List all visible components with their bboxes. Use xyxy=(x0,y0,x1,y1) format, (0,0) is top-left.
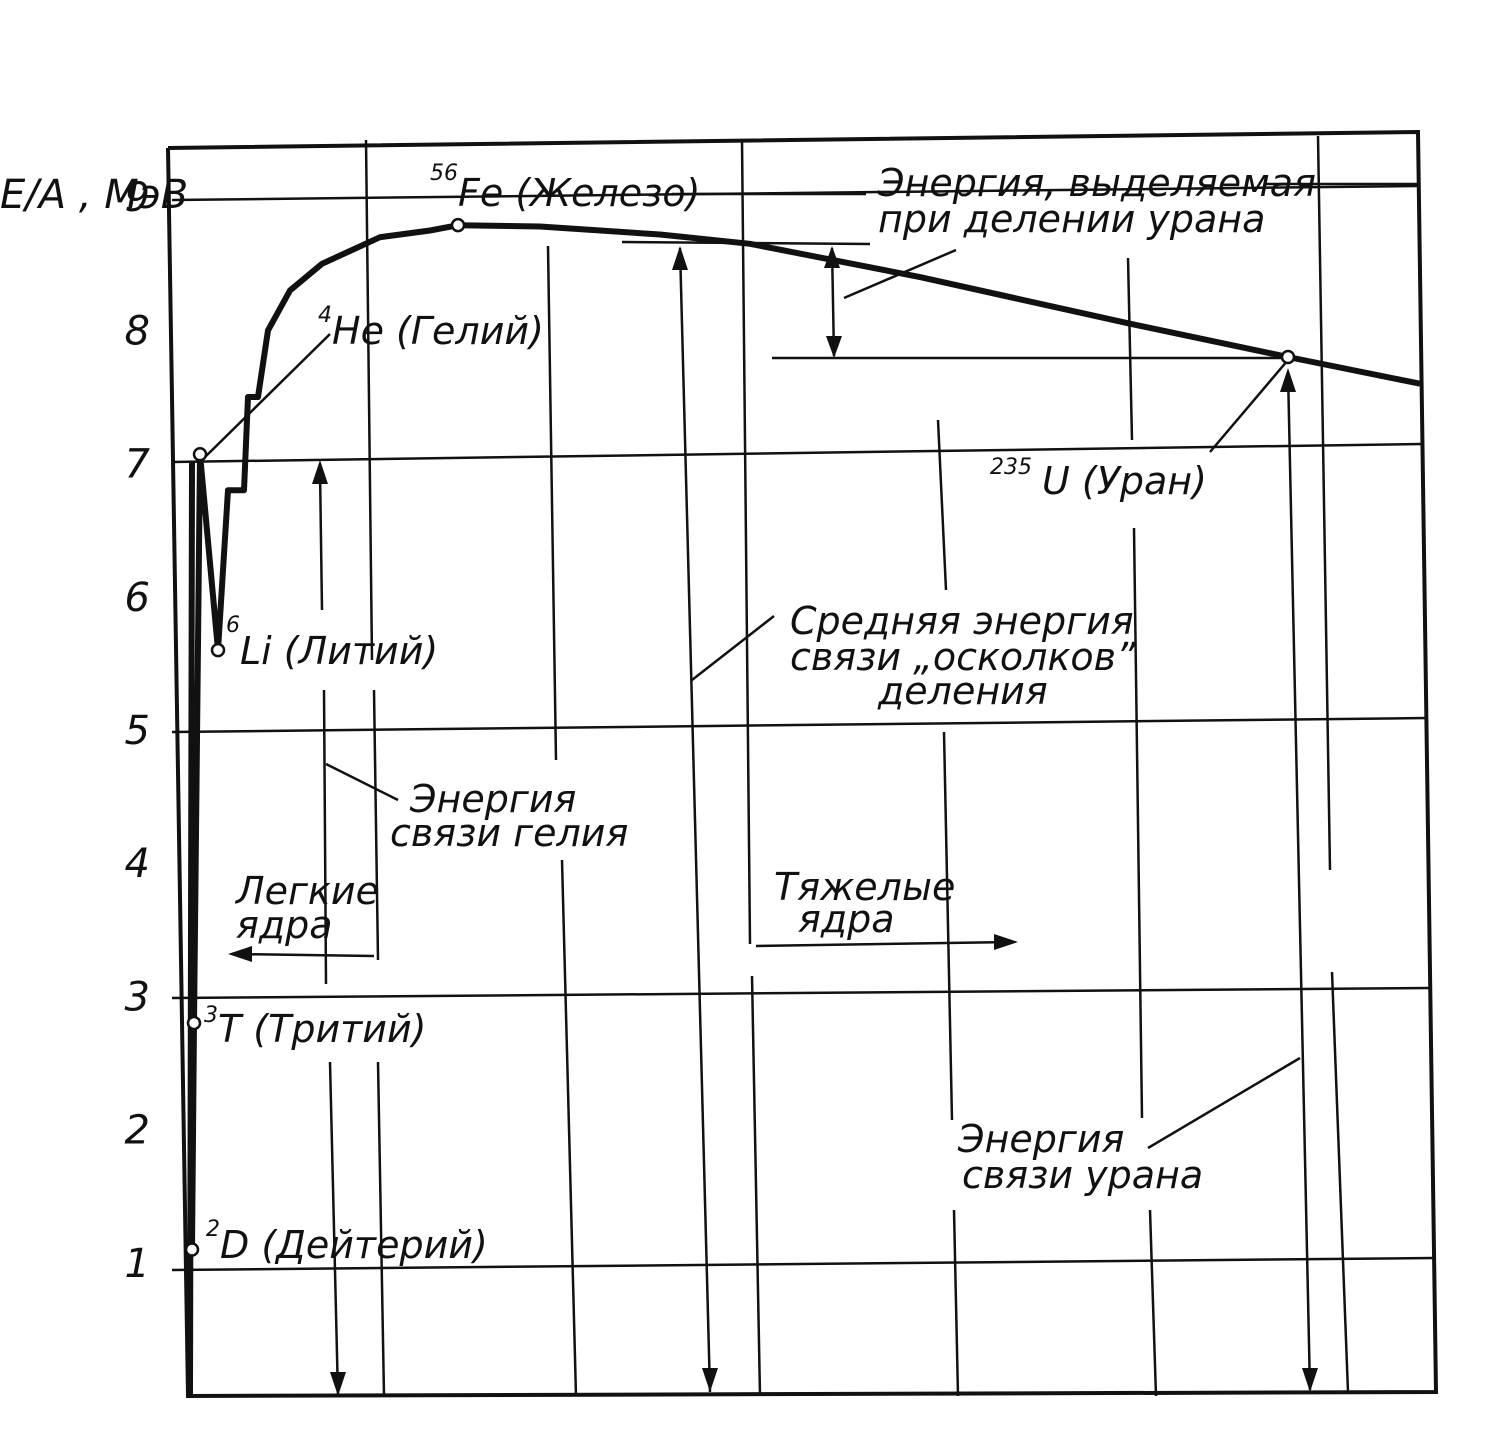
he-label: He (Гелий) xyxy=(332,309,544,353)
fission-energy-line-2: при делении урана xyxy=(878,197,1265,241)
marked-point xyxy=(192,447,208,462)
leader-helium xyxy=(325,762,399,802)
uranium-arrow-line xyxy=(1286,371,1312,1391)
annotations: Энергия, выделяемая при делении урана Ср… xyxy=(234,161,1316,1197)
arrowhead-helium-down xyxy=(330,1372,346,1396)
y-tick-label: 6 xyxy=(125,575,150,621)
y-tick-label: 7 xyxy=(125,442,151,488)
leader-he xyxy=(201,333,331,461)
vline-b xyxy=(546,245,578,1397)
y-tick-label: 2 xyxy=(125,1108,150,1154)
light-nuclei-spike xyxy=(187,461,195,1397)
vertical-lines xyxy=(231,135,1350,1397)
vline-f xyxy=(1316,135,1350,1393)
t-sup: 3 xyxy=(204,1003,218,1028)
t-label: T (Тритий) xyxy=(218,1007,427,1051)
fragments-arrow-line xyxy=(678,247,712,1393)
marked-point xyxy=(450,217,466,233)
svg-text:56Fe (Железо): 56Fe (Железо) xyxy=(430,161,700,215)
leader-uranium xyxy=(1147,1056,1301,1150)
heavy-nuclei-line-2: ядра xyxy=(798,897,895,941)
svg-text:6Li (Литий): 6Li (Литий) xyxy=(226,613,438,673)
light-nuclei-line-2: ядра xyxy=(236,903,333,947)
fe-sup: 56 xyxy=(430,161,458,186)
heavy-nuclei-line-1: Тяжелые xyxy=(774,865,955,909)
fragments-energy-line-3: деления xyxy=(877,669,1048,713)
fission-energy-line-1: Энергия, выделяемая xyxy=(877,161,1316,205)
marked-point xyxy=(184,1242,200,1257)
li-label: Li (Литий) xyxy=(240,629,438,673)
y-tick-label: 3 xyxy=(125,974,150,1020)
vline-e xyxy=(1126,257,1158,1397)
gridline-3 xyxy=(171,986,1431,1000)
he-sup: 4 xyxy=(318,303,332,328)
svg-text:4He (Гелий): 4He (Гелий) xyxy=(318,303,544,353)
vline-d xyxy=(936,419,960,1397)
binding-energy-curve xyxy=(189,222,1421,1250)
marked-point xyxy=(186,1015,202,1031)
li-sup: 6 xyxy=(226,613,240,638)
vline-c xyxy=(740,139,762,1397)
arrowhead-fragments-down xyxy=(702,1368,718,1392)
y-tick-label: 1 xyxy=(125,1241,150,1287)
marked-points xyxy=(184,217,1296,1257)
fe-label: Fe (Железо) xyxy=(458,171,700,215)
svg-text:2D (Дейтерий): 2D (Дейтерий) xyxy=(206,1217,488,1267)
element-labels: 56Fe (Железо) 4He (Гелий) 6Li (Литий) 23… xyxy=(204,161,1207,1267)
d-label: D (Дейтерий) xyxy=(220,1223,488,1267)
d-sup: 2 xyxy=(206,1217,220,1242)
gridline-7 xyxy=(171,442,1423,464)
u-label: U (Уран) xyxy=(1042,459,1207,503)
arrowhead-heavy xyxy=(994,934,1018,950)
arrowhead-fission-down xyxy=(826,336,842,358)
marked-point xyxy=(210,642,226,658)
leader-u xyxy=(1209,359,1289,453)
y-tick-label: 8 xyxy=(125,308,150,354)
helium-energy-line-1: Энергия xyxy=(409,777,576,821)
leader-fragments xyxy=(691,615,775,681)
u-sup: 235 xyxy=(990,455,1032,480)
y-tick-labels: 1 2 3 4 5 6 7 8 9 xyxy=(125,175,151,1287)
light-arrow-line xyxy=(231,952,375,958)
y-tick-label: 5 xyxy=(125,708,150,754)
helium-arrow-line xyxy=(318,469,340,1397)
arrowhead-helium-up xyxy=(312,460,328,484)
marked-point xyxy=(1280,349,1296,365)
arrowhead-light xyxy=(228,946,252,962)
svg-text:3T (Тритий): 3T (Тритий) xyxy=(204,1003,427,1051)
helium-energy-line-2: связи гелия xyxy=(390,811,628,855)
light-nuclei-line-1: Легкие xyxy=(234,869,379,913)
plot-frame xyxy=(166,129,1439,1399)
y-tick-label: 9 xyxy=(125,175,150,221)
arrowhead-uranium-up xyxy=(1280,368,1296,392)
arrowheads xyxy=(228,246,1318,1396)
uranium-energy-line-1: Энергия xyxy=(957,1117,1124,1161)
uranium-energy-line-2: связи урана xyxy=(962,1153,1203,1197)
heavy-arrow-line xyxy=(755,940,1013,948)
arrowhead-uranium-down xyxy=(1302,1368,1318,1392)
vline-a xyxy=(364,139,386,1397)
fragments-energy-line-1: Средняя энергия xyxy=(790,599,1134,643)
fragments-energy-line-2: связи „осколков” xyxy=(790,635,1136,679)
y-tick-label: 4 xyxy=(125,841,150,887)
arrowhead-fragments-up xyxy=(672,246,688,270)
gridline-5 xyxy=(171,716,1427,734)
y-axis-label: E/A , МэВ xyxy=(0,172,188,218)
